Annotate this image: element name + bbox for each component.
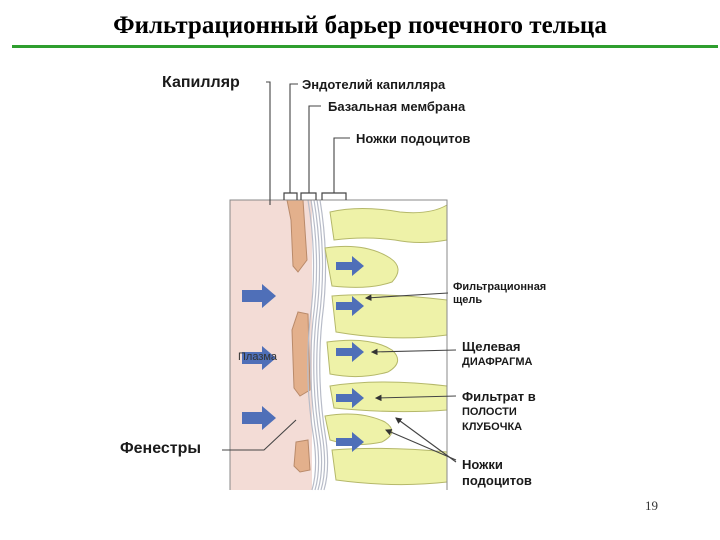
page-number: 19: [645, 498, 658, 513]
leader-basal-membrane: [308, 105, 321, 193]
label-slit-diaphragm-line1: Щелевая: [462, 339, 521, 354]
endothelium-cell-3: [293, 439, 311, 473]
leader-podocytes-top: [333, 137, 350, 193]
filtrate-arrow-4: [336, 388, 364, 408]
filtrate-arrows: [336, 256, 364, 452]
label-filtration-slit-line2: щель: [453, 294, 483, 306]
plasma-arrow-2: [242, 346, 276, 370]
title-underline: [12, 45, 718, 48]
plasma-arrows: [242, 284, 276, 430]
label-slit-diaphragm-line2: диафрагма: [462, 356, 533, 368]
leader-slit-diaphragm: [370, 348, 457, 356]
leader-capillary: [266, 81, 271, 205]
label-basal-membrane: Базальная мембрана: [328, 99, 466, 114]
filtrate-arrow-5: [336, 432, 364, 452]
label-filtrate-line3: клубочка: [462, 421, 523, 433]
label-plasma: Плазма: [238, 351, 278, 363]
basal-membrane: [307, 199, 329, 491]
leader-fenestrae: [222, 419, 297, 451]
page-title: Фильтрационный барьер почечного тельца: [113, 12, 607, 39]
label-endothelium: Эндотелий капилляра: [302, 77, 446, 92]
plasma-arrow-1: [242, 284, 276, 308]
filtrate-arrow-1: [336, 256, 364, 276]
label-filtrate-line1: Фильтрат в: [462, 389, 536, 404]
plasma-arrow-3: [242, 406, 276, 430]
label-fenestrae: Фенестры: [120, 440, 202, 457]
leader-endothelium: [289, 83, 298, 193]
endothelium-cell-2: [291, 311, 311, 397]
filtrate-arrow-3: [336, 342, 364, 362]
cell-outline: [229, 199, 448, 490]
leader-filtration-slit: [364, 292, 449, 301]
leader-podocytes-bottom-2: [395, 417, 457, 463]
label-filtrate-line2: полости: [462, 406, 517, 418]
label-podocyte-feet-bottom-line2: подоцитов: [462, 473, 532, 488]
label-capillary: Капилляр: [162, 74, 240, 91]
label-podocyte-feet-bottom-line1: Ножки: [462, 457, 503, 472]
top-brackets: [283, 192, 347, 200]
leader-lines: [222, 81, 457, 463]
leader-filtrate: [374, 394, 457, 402]
label-podocyte-feet-top: Ножки подоцитов: [356, 131, 471, 146]
leader-podocytes-bottom-1: [384, 429, 457, 461]
filtrate-arrow-2: [336, 296, 364, 316]
label-filtration-slit-line1: Фильтрационная: [453, 281, 547, 293]
